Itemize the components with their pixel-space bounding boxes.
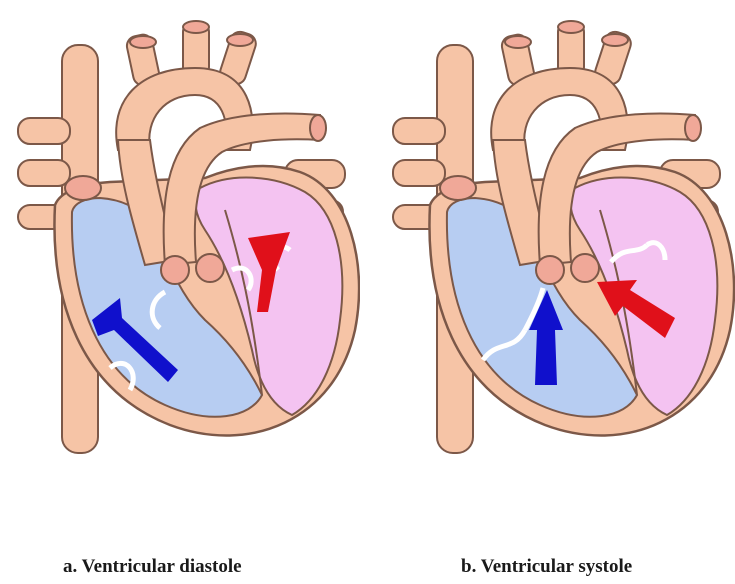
pulmonary-vein bbox=[393, 160, 445, 186]
pulmonary-valve bbox=[161, 256, 189, 284]
heart-diastole-panel bbox=[0, 0, 360, 470]
heart-diastole-illustration bbox=[0, 0, 360, 470]
heart-systole-illustration bbox=[375, 0, 735, 470]
diastole-caption: a. Ventricular diastole bbox=[63, 556, 242, 578]
pulmonary-vein bbox=[18, 118, 70, 144]
pulmonary-vein bbox=[18, 160, 70, 186]
pulmonary-valve bbox=[536, 256, 564, 284]
heart-systole-panel bbox=[375, 0, 735, 470]
pulmonary-vein bbox=[393, 118, 445, 144]
aortic-valve bbox=[571, 254, 599, 282]
aortic-valve bbox=[196, 254, 224, 282]
systole-caption: b. Ventricular systole bbox=[461, 556, 632, 578]
